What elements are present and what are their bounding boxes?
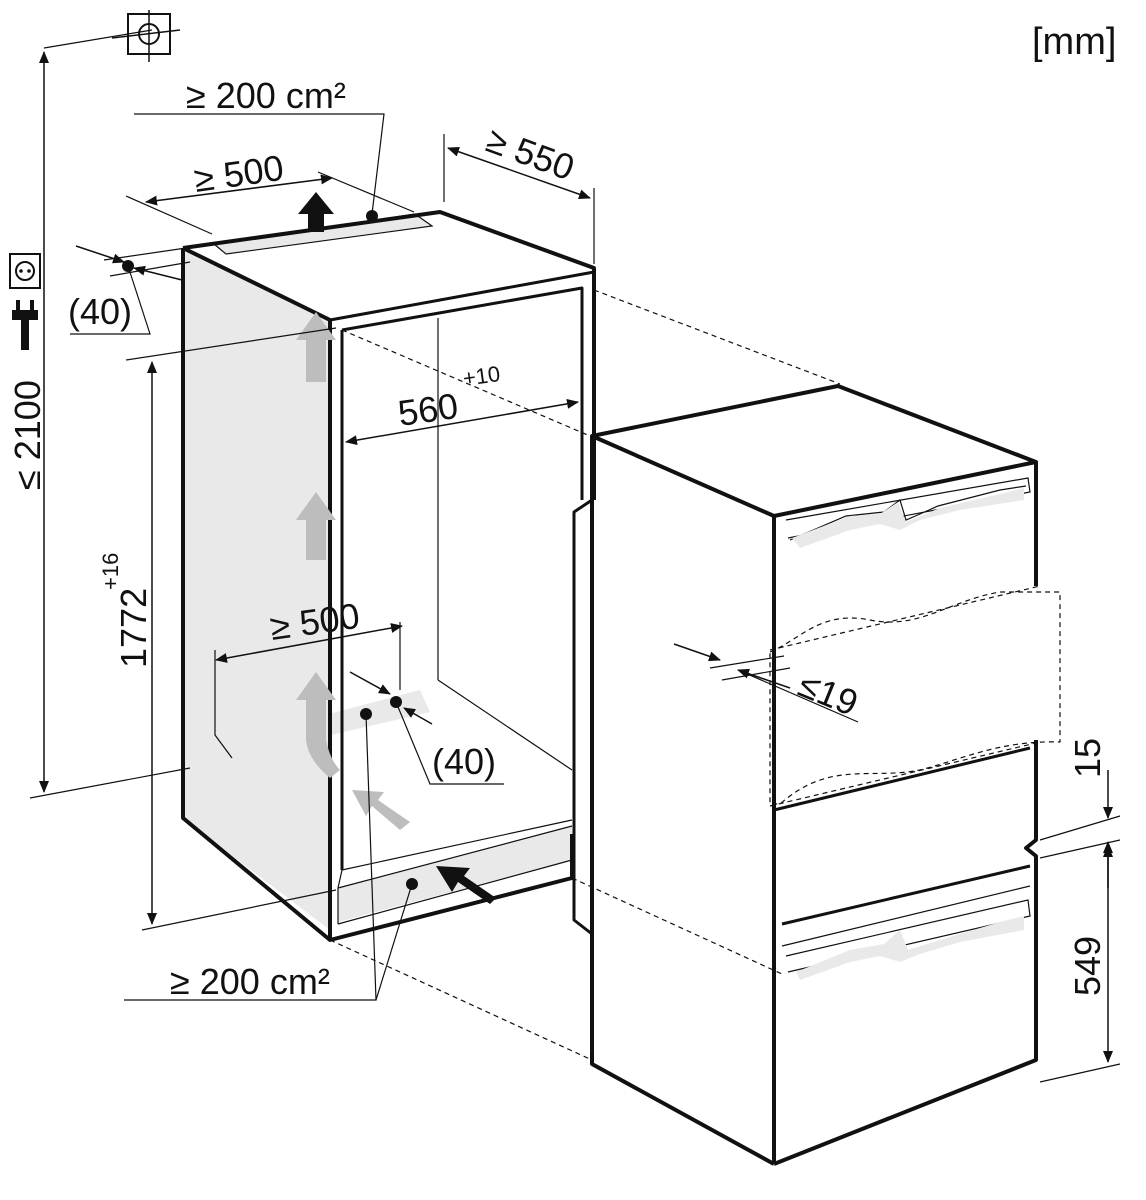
niche-cabinet <box>181 210 596 942</box>
lower-door-height-dimension: 549 <box>1039 845 1121 1083</box>
niche-width-label: 560 <box>395 385 460 434</box>
lower-door-height-label: 549 <box>1067 936 1108 996</box>
top-gap-label: (40) <box>68 291 132 332</box>
niche-height-dimension: 1772 +16 <box>98 327 337 931</box>
appliance <box>572 384 1061 1166</box>
door-thickness-dimension: ≤19 <box>673 643 864 724</box>
power-socket-icon <box>9 253 41 289</box>
top-vent-area-dimension: ≥ 200 cm² <box>134 75 385 222</box>
door-thickness-label: ≤19 <box>793 663 864 723</box>
bottom-vent-area-dimension: ≥ 200 cm² <box>124 713 418 1002</box>
top-gap-dimension: (40) <box>68 245 191 335</box>
bottom-gap-dimension: (40) <box>349 671 504 785</box>
top-opening-width-label: ≥ 500 <box>191 147 286 200</box>
max-height-dimension: ≤ 2100 <box>7 29 191 799</box>
unit-label: [mm] <box>1032 21 1116 63</box>
top-vent-area-label: ≥ 200 cm² <box>186 75 346 116</box>
niche-height-tolerance: +16 <box>98 553 123 590</box>
bottom-vent-area-label: ≥ 200 cm² <box>170 961 330 1002</box>
bottom-gap-label: (40) <box>432 741 496 782</box>
tap-water-connection-icon <box>111 10 181 62</box>
door-gap-label: 15 <box>1067 738 1108 778</box>
airflow-arrows <box>296 312 410 830</box>
depth-label: ≥ 550 <box>481 119 579 188</box>
power-plug-icon <box>12 300 38 350</box>
intake-arrow-icon <box>436 866 496 904</box>
exhaust-arrow-icon <box>298 192 334 232</box>
projection-lines <box>329 289 841 1061</box>
niche-width-dimension: 560 +10 <box>345 361 579 446</box>
niche-width-tolerance: +10 <box>461 361 501 391</box>
max-height-label: ≤ 2100 <box>7 380 48 490</box>
door-gap-dimension: 15 <box>1039 738 1121 888</box>
niche-height-label: 1772 <box>113 588 154 668</box>
